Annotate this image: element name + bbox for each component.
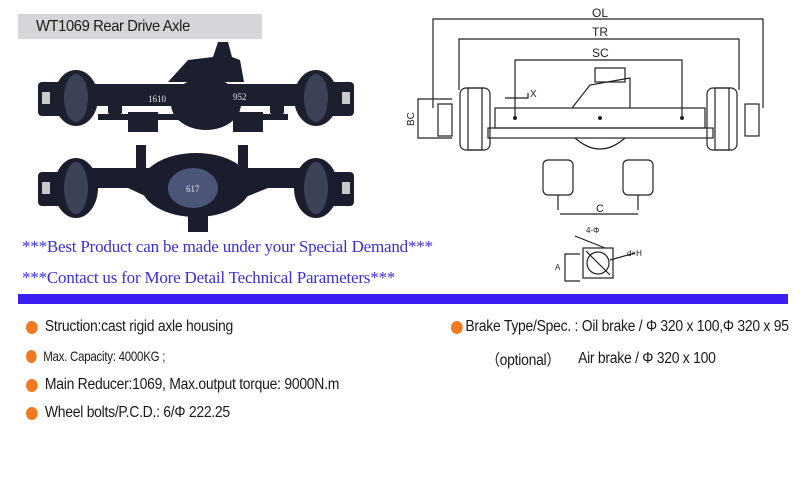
dim-sc: SC (592, 46, 609, 60)
spec-wheel-bolts: Wheel bolts/P.C.D.: 6/Φ 222.25 (44, 404, 230, 421)
page-title: WT1069 Rear Drive Axle (36, 18, 190, 35)
dim-a: A (555, 263, 561, 272)
spec-item: Main Reducer:1069, Max.output torque: 90… (26, 376, 339, 394)
dim-holes: 4-Φ (586, 226, 600, 235)
spec-optional-label: （optional） (486, 352, 561, 369)
bullet-icon (26, 320, 38, 334)
bullet-icon (26, 378, 38, 392)
marking-1610: 1610 (148, 94, 167, 104)
dim-bc: BC (406, 112, 417, 126)
technical-diagram: OL TR SC BC X C 4-Φ d×H A (406, 6, 764, 282)
dim-dh: d×H (627, 249, 642, 258)
axle-photo-bottom: 617 (38, 145, 354, 232)
bullet-icon (26, 349, 37, 363)
marking-952: 952 (233, 92, 247, 102)
marking-617: 617 (186, 184, 200, 194)
spec-item-optional: （optional） Air brake / Φ 320 x 100 (486, 348, 716, 370)
dim-c: C (596, 203, 604, 215)
dim-tr: TR (592, 25, 608, 39)
dim-ol: OL (592, 6, 608, 20)
spec-capacity: Max. Capacity: 4000KG ; (43, 348, 166, 364)
title-banner (18, 14, 262, 39)
section-divider (18, 294, 788, 304)
axle-photo-top: 1610 952 (38, 42, 354, 132)
spec-main-reducer: Main Reducer:1069, Max.output torque: 90… (44, 376, 340, 393)
spec-structure: Struction:cast rigid axle housing (44, 318, 233, 335)
spec-item: Struction:cast rigid axle housing (26, 318, 233, 336)
promo-line-2: ***Contact us for More Detail Technical … (22, 268, 396, 287)
spec-item: Max. Capacity: 4000KG ; (26, 348, 165, 364)
dim-x: X (530, 89, 537, 100)
spec-item: Wheel bolts/P.C.D.: 6/Φ 222.25 (26, 404, 230, 422)
spec-item: Brake Type/Spec. : Oil brake / Φ 320 x 1… (451, 318, 789, 336)
bullet-icon (26, 406, 38, 420)
spec-air-brake: Air brake / Φ 320 x 100 (578, 350, 716, 367)
bullet-icon (451, 320, 463, 334)
promo-line-1: ***Best Product can be made under your S… (22, 237, 433, 256)
spec-brake-type: Brake Type/Spec. : Oil brake / Φ 320 x 1… (465, 318, 789, 335)
